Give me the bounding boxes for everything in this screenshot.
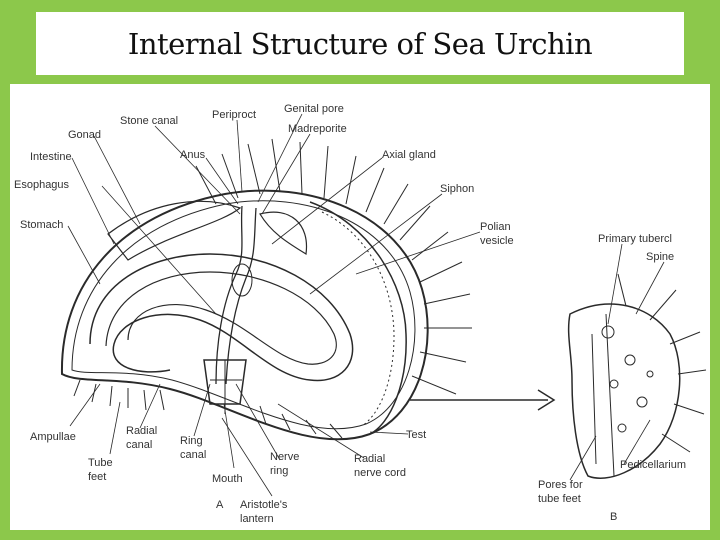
label-intestine: Intestine — [30, 151, 72, 163]
label-pores-for-tube-feet-2: tube feet — [538, 493, 581, 505]
label-figure-b: B — [610, 511, 617, 523]
fragment-spines — [618, 274, 706, 452]
urchin-body — [62, 139, 554, 439]
page-title: Internal Structure of Sea Urchin — [128, 27, 592, 61]
label-axial-gland: Axial gland — [382, 149, 436, 161]
label-stomach: Stomach — [20, 219, 63, 231]
label-periproct: Periproct — [212, 109, 256, 121]
label-stone-canal: Stone canal — [120, 115, 178, 127]
label-polian-vesicle-2: vesicle — [480, 235, 514, 247]
label-radial-nerve-cord-2: nerve cord — [354, 467, 406, 479]
label-spine: Spine — [646, 251, 674, 263]
label-radial-canal-2: canal — [126, 439, 152, 451]
label-tube-feet-1: Tube — [88, 457, 113, 469]
label-genital-pore: Genital pore — [284, 103, 344, 115]
label-tube-feet-2: feet — [88, 471, 106, 483]
diagram-panel: Stone canal Periproct Genital pore Madre… — [10, 84, 710, 530]
label-ring-canal-1: Ring — [180, 435, 203, 447]
label-figure-a: A — [216, 499, 224, 511]
label-siphon: Siphon — [440, 183, 474, 195]
label-aristotles-lantern-2: lantern — [240, 513, 274, 525]
leader-lines — [68, 114, 664, 496]
label-pedicellarium: Pedicellarium — [620, 459, 686, 471]
label-madreporite: Madreporite — [288, 123, 347, 135]
label-gonad: Gonad — [68, 129, 101, 141]
label-polian-vesicle-1: Polian — [480, 221, 511, 233]
title-banner: Internal Structure of Sea Urchin — [36, 12, 684, 75]
label-aristotles-lantern-1: Aristotle's — [240, 499, 288, 511]
label-pores-for-tube-feet-1: Pores for — [538, 479, 583, 491]
label-radial-canal-1: Radial — [126, 425, 157, 437]
label-ring-canal-2: canal — [180, 449, 206, 461]
label-anus: Anus — [180, 149, 206, 161]
label-ampullae: Ampullae — [30, 431, 76, 443]
label-test: Test — [406, 429, 426, 441]
label-esophagus: Esophagus — [14, 179, 70, 191]
label-mouth: Mouth — [212, 473, 243, 485]
sea-urchin-diagram: Stone canal Periproct Genital pore Madre… — [10, 84, 710, 530]
label-nerve-ring-1: Nerve — [270, 451, 299, 463]
label-nerve-ring-2: ring — [270, 465, 288, 477]
label-primary-tubercle: Primary tubercl — [598, 233, 672, 245]
label-radial-nerve-cord-1: Radial — [354, 453, 385, 465]
urchin-spines — [196, 139, 472, 394]
